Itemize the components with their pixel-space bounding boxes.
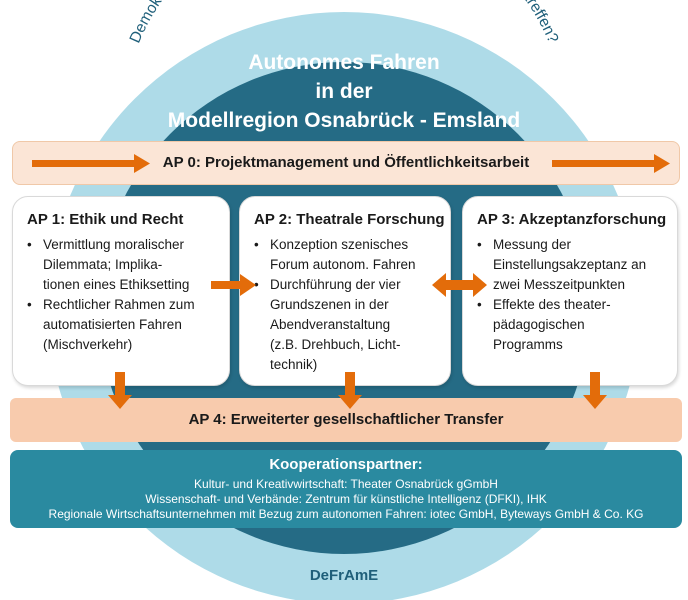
- ap3-bullet-2: Effekte des theater- pädagogischen Progr…: [477, 295, 646, 355]
- partners-line-2: Wissenschaft- und Verbände: Zentrum für …: [145, 492, 547, 506]
- ap2-title: AP 2: Theatrale Forschung: [254, 211, 445, 228]
- ap2-bullet-2-line-5: technik): [270, 357, 318, 372]
- ap1-bullet-2: Rechtlicher Rahmen zum automatisierten F…: [27, 295, 195, 355]
- footer-label: DeFrAmE: [309, 567, 379, 584]
- ap2-bullet-1-line-2: Forum autonom. Fahren: [270, 257, 416, 272]
- ap3-title: AP 3: Akzeptanzforschung: [477, 211, 667, 228]
- ap1-bullets: Vermittlung moralischer Dilemmata; Impli…: [27, 235, 195, 355]
- partners-title: Kooperationspartner:: [269, 456, 423, 473]
- title-line-2: in der: [315, 80, 373, 103]
- partners-box: Kooperationspartner: Kultur- und Kreativ…: [10, 450, 682, 528]
- ap4-label: AP 4: Erweiterter gesellschaftlicher Tra…: [188, 411, 504, 428]
- partners-line-1: Kultur- und Kreativwirtschaft: Theater O…: [194, 477, 498, 491]
- ap2-bullets: Konzeption szenisches Forum autonom. Fah…: [254, 235, 416, 375]
- ap4-box: AP 4: Erweiterter gesellschaftlicher Tra…: [10, 398, 682, 442]
- ap1-bullet-2-line-1: Rechtlicher Rahmen zum: [43, 297, 195, 312]
- partners-line-3: Regionale Wirtschaftsunternehmen mit Bez…: [48, 507, 644, 521]
- ap1-card: AP 1: Ethik und Recht Vermittlung morali…: [12, 196, 230, 386]
- ap3-bullets: Messung der Einstellungsakzeptanz an zwe…: [477, 235, 646, 355]
- ap2-bullet-1: Konzeption szenisches Forum autonom. Fah…: [254, 235, 416, 275]
- ap2-bullet-2-line-3: Abendveranstaltung: [270, 317, 391, 332]
- ap2-bullet-2-line-1: Durchführung der vier: [270, 277, 401, 292]
- title-line-1: Autonomes Fahren: [248, 51, 440, 74]
- ap3-bullet-1-line-2: Einstellungsakzeptanz an: [493, 257, 647, 272]
- ap0-box: AP 0: Projektmanagement und Öffentlichke…: [12, 141, 680, 185]
- ap3-bullet-2-line-1: Effekte des theater-: [493, 297, 611, 312]
- ap2-bullet-1-line-1: Konzeption szenisches: [270, 237, 409, 252]
- ap3-bullet-2-line-3: Programms: [493, 337, 563, 352]
- ap3-card: AP 3: Akzeptanzforschung Messung der Ein…: [462, 196, 678, 386]
- ap2-bullet-2-line-2: Grundszenen in der: [270, 297, 389, 312]
- ap2-bullet-2: Durchführung der vier Grundszenen in der…: [254, 275, 416, 375]
- ap1-bullet-1-line-2: Dilemmata; Implika-: [43, 257, 163, 272]
- title-line-3: Modellregion Osnabrück - Emsland: [167, 109, 521, 132]
- ap1-bullet-1-line-1: Vermittlung moralischer: [43, 237, 185, 252]
- ap1-bullet-2-line-3: (Mischverkehr): [43, 337, 133, 352]
- ap3-bullet-2-line-2: pädagogischen: [493, 317, 585, 332]
- ap3-bullet-1-line-1: Messung der: [493, 237, 572, 252]
- ap3-bullet-1-line-3: zwei Messzeitpunkten: [493, 277, 626, 292]
- ap3-bullet-1: Messung der Einstellungsakzeptanz an zwe…: [477, 235, 646, 295]
- ap1-bullet-1-line-3: tionen eines Ethiksetting: [43, 277, 190, 292]
- ap2-card: AP 2: Theatrale Forschung Konzeption sze…: [239, 196, 451, 386]
- ap2-bullet-2-line-4: (z.B. Drehbuch, Licht-: [270, 337, 401, 352]
- ap0-label: AP 0: Projektmanagement und Öffentlichke…: [162, 154, 530, 171]
- ap1-title: AP 1: Ethik und Recht: [27, 211, 184, 228]
- ap1-bullet-1: Vermittlung moralischer Dilemmata; Impli…: [27, 235, 195, 295]
- ap1-bullet-2-line-2: automatisierten Fahren: [43, 317, 182, 332]
